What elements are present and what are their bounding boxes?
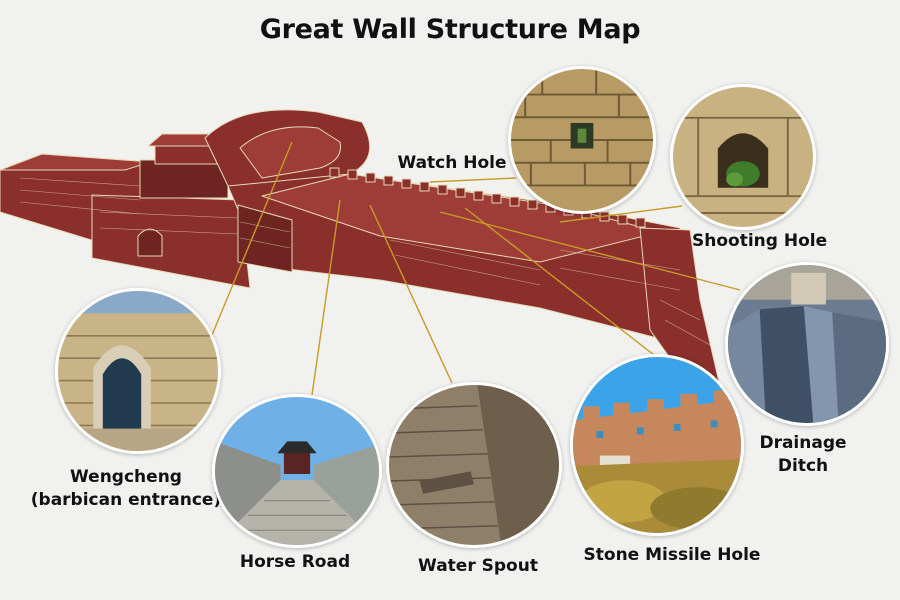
label-wengcheng-line1: Wengcheng [70, 467, 182, 487]
label-horse-road: Horse Road [239, 552, 351, 572]
water-spout-photo [386, 382, 562, 548]
leader-wengcheng [211, 141, 293, 336]
shooting-hole-photo [670, 84, 816, 230]
label-water-spout: Water Spout [418, 556, 538, 576]
stone-missile-hole-photo [570, 354, 744, 536]
label-drainage-ditch: Drainage Ditch [752, 432, 854, 478]
leader-stone-missile-hole [464, 207, 655, 356]
leader-drainage-ditch [439, 211, 741, 291]
gate-tower-base [139, 159, 229, 199]
label-wengcheng-line2: (barbican entrance) [30, 490, 222, 510]
wengcheng-photo [55, 288, 221, 454]
brick-lines [19, 177, 711, 346]
leader-water-spout [369, 204, 453, 384]
horse-road-photo [212, 394, 382, 548]
label-stone-missile-hole: Stone Missile Hole [583, 545, 761, 565]
leader-watch-hole [429, 177, 517, 183]
diagram-title: Great Wall Structure Map [259, 14, 641, 45]
leader-shooting-hole [559, 205, 683, 223]
leader-lines [211, 141, 741, 396]
watch-hole-photo [508, 66, 656, 214]
courtyard-inner [239, 126, 342, 179]
leader-horse-road [311, 199, 341, 396]
wengcheng-block [91, 194, 251, 289]
label-watch-hole: Watch Hole [397, 153, 507, 173]
horse-road-ramp [237, 204, 293, 273]
label-drainage-ditch-line1: Drainage [759, 433, 847, 453]
label-shooting-hole: Shooting Hole [692, 231, 828, 251]
wengcheng-arch [137, 228, 163, 257]
label-drainage-ditch-line2: Ditch [777, 456, 829, 476]
drainage-ditch-photo [725, 262, 889, 426]
label-wengcheng: Wengcheng (barbican entrance) [28, 466, 224, 512]
left-wall-top [0, 153, 151, 171]
